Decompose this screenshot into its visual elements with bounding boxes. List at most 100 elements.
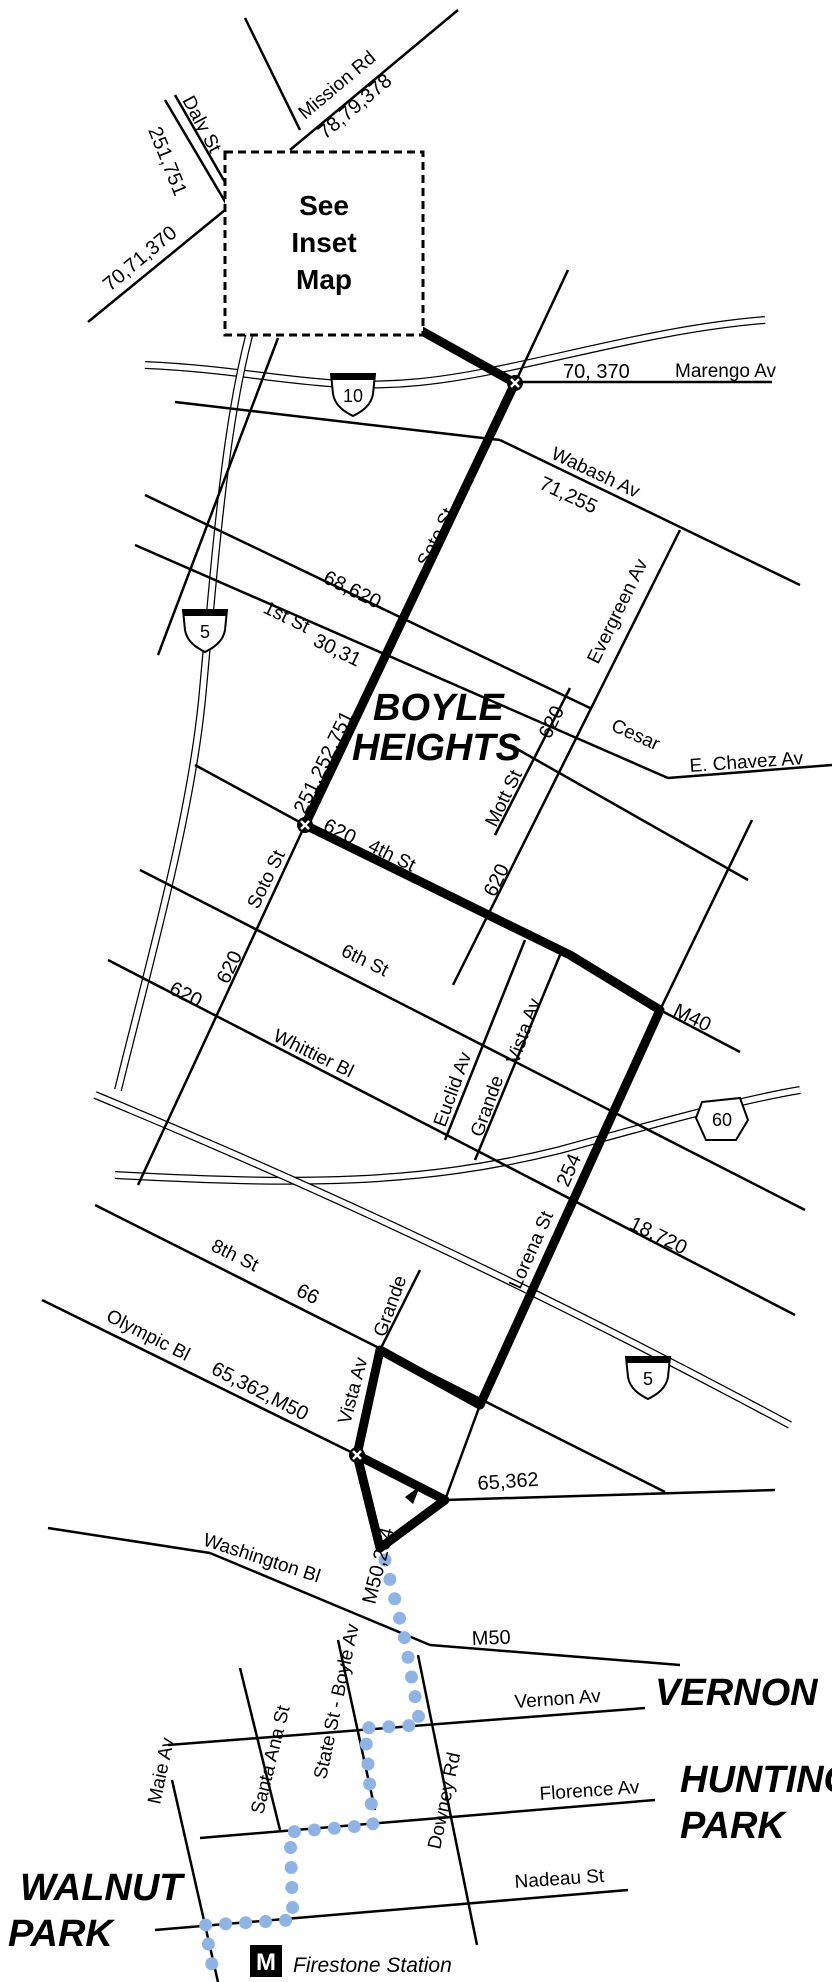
label-vernon-av: Vernon Av	[514, 1686, 602, 1713]
timepoint-soto-fourth[interactable]	[297, 817, 313, 833]
label-santa-ana-st: Santa Ana St	[247, 1703, 294, 1816]
label-e-chavez-av: E. Chavez Av	[689, 748, 804, 777]
road-e-chavez-east	[667, 763, 832, 780]
area-label-boyle: BOYLE	[373, 687, 506, 729]
road-cesar-chavez	[134, 543, 669, 780]
road-lorena-south	[443, 1404, 482, 1501]
area-label-walnut: WALNUT	[20, 1867, 185, 1909]
timepoint-olympic-vista[interactable]	[349, 1447, 365, 1463]
route-label-soto-south: 620	[213, 948, 247, 988]
shield-i5-south: 5	[624, 1356, 672, 1401]
road-florence-av	[199, 1798, 656, 1840]
road-washington-bl-b	[209, 1551, 431, 1647]
label-grande-north: Grande	[467, 1073, 508, 1140]
road-north-diagonal	[289, 9, 459, 151]
firestone-station[interactable]: M Firestone Station	[250, 1945, 452, 1977]
road-mott-st	[493, 687, 572, 836]
road-wabash-av-east	[499, 438, 801, 587]
inset-map-box[interactable]: See Inset Map	[223, 150, 425, 337]
label-washington-bl: Washington Bl	[200, 1530, 322, 1588]
route-label-washington-east: M50	[471, 1627, 511, 1650]
label-cesar: Cesar	[608, 715, 663, 755]
label-marengo-av: Marengo Av	[675, 361, 777, 382]
route-label-first-b: 30,31	[310, 630, 365, 672]
road-santa-ana-st	[238, 1667, 282, 1831]
shield-i10: 10	[329, 373, 377, 418]
shield-i5-west: 5	[181, 609, 229, 654]
road-mott-east	[509, 743, 749, 882]
road-evergreen-av	[451, 529, 682, 986]
road-inset-sw	[156, 337, 280, 656]
road-mission-rd	[243, 17, 302, 131]
rail-dotted-line	[197, 1553, 428, 1982]
route-label-east-18: 18,720	[626, 1213, 691, 1260]
road-whittier-bl	[107, 958, 796, 1317]
label-euclid-av: Euclid Av	[430, 1049, 477, 1130]
label-nadeau-st: Nadeau St	[514, 1866, 606, 1893]
metro-badge-icon	[250, 1945, 282, 1977]
road-soto-north-ext	[513, 269, 570, 384]
route-label-mott: 620	[535, 703, 569, 743]
label-soto-st-north: Soto St	[414, 504, 461, 570]
inset-label-line1: See	[299, 190, 349, 221]
route-label-inset-west: 70,71,370	[99, 222, 181, 296]
road-downey-rd	[416, 1654, 479, 1946]
shield-i10-number: 10	[343, 386, 363, 406]
timepoint-marengo[interactable]	[507, 375, 523, 391]
inset-label-line3: Map	[296, 264, 352, 295]
label-vista-av-north: Vista Av	[503, 995, 546, 1067]
area-label-walnut-park: PARK	[8, 1913, 115, 1955]
label-maie-av: Maie Av	[144, 1735, 179, 1806]
road-grande-south	[378, 1269, 422, 1351]
route-label-eighth: 66	[293, 1280, 323, 1310]
road-grande-north	[473, 954, 562, 1161]
route-label-soto-north: 251,252,751	[290, 708, 359, 818]
road-washington-bl-c	[429, 1643, 681, 1667]
area-label-hunting: HUNTING	[680, 1759, 832, 1801]
route-label-m40: M40	[670, 1000, 715, 1037]
route-label-evergreen: 620	[480, 861, 514, 901]
label-mott-st: Mott St	[482, 766, 528, 830]
road-soto-st-south	[136, 824, 307, 1186]
road-inset-west	[87, 209, 226, 323]
road-washington-bl	[47, 1526, 211, 1555]
direction-arrow-icon	[405, 1486, 420, 1504]
route-label-first-a: 68,620	[320, 567, 385, 614]
label-whittier-bl: Whittier Bl	[270, 1026, 357, 1083]
label-evergreen-av: Evergreen Av	[584, 555, 653, 667]
area-label-hunting-park: PARK	[680, 1805, 787, 1847]
label-soto-st-south: Soto St	[244, 846, 291, 912]
bus-route	[300, 326, 665, 1553]
area-label-vernon: VERNON	[655, 1672, 819, 1714]
freeway-i10	[144, 316, 766, 389]
road-sixth-st	[139, 868, 806, 1212]
route-label-daly: 251,751	[143, 124, 190, 199]
station-label: Firestone Station	[293, 1954, 452, 1977]
label-downey-rd: Downey Rd	[424, 1751, 465, 1851]
shield-ca60: 60	[694, 1096, 750, 1141]
area-label-heights: HEIGHTS	[352, 727, 521, 769]
road-nadeau-st	[154, 1888, 629, 1932]
road-first-st	[144, 493, 591, 710]
freeway-i5-west	[114, 323, 256, 1091]
road-m40-south	[659, 1008, 741, 1054]
route-label-olympic: 65,362,M50	[208, 1358, 312, 1426]
freeway-i5-south	[93, 1091, 792, 1429]
shield-i5-south-number: 5	[643, 1369, 653, 1389]
label-florence-av: Florence Av	[539, 1777, 641, 1805]
road-olympic-east	[444, 1488, 776, 1502]
label-daly-st: Daly St	[178, 92, 226, 157]
label-eighth-st: 8th St	[208, 1236, 262, 1277]
inset-label-line2: Inset	[291, 227, 356, 258]
route-label-olympic-east: 65,362	[477, 1469, 540, 1495]
road-wabash-av	[174, 400, 501, 442]
road-fourth-st-west	[194, 763, 306, 827]
label-first-st: 1st St	[260, 598, 314, 638]
road-olympic-bl	[41, 1298, 358, 1457]
label-state-boyle: State St - Boyle Av	[310, 1622, 364, 1781]
timepoints	[297, 375, 523, 1463]
road-m40-east	[658, 819, 754, 1011]
shield-i5-west-number: 5	[200, 622, 210, 642]
road-euclid-av	[443, 939, 527, 1141]
